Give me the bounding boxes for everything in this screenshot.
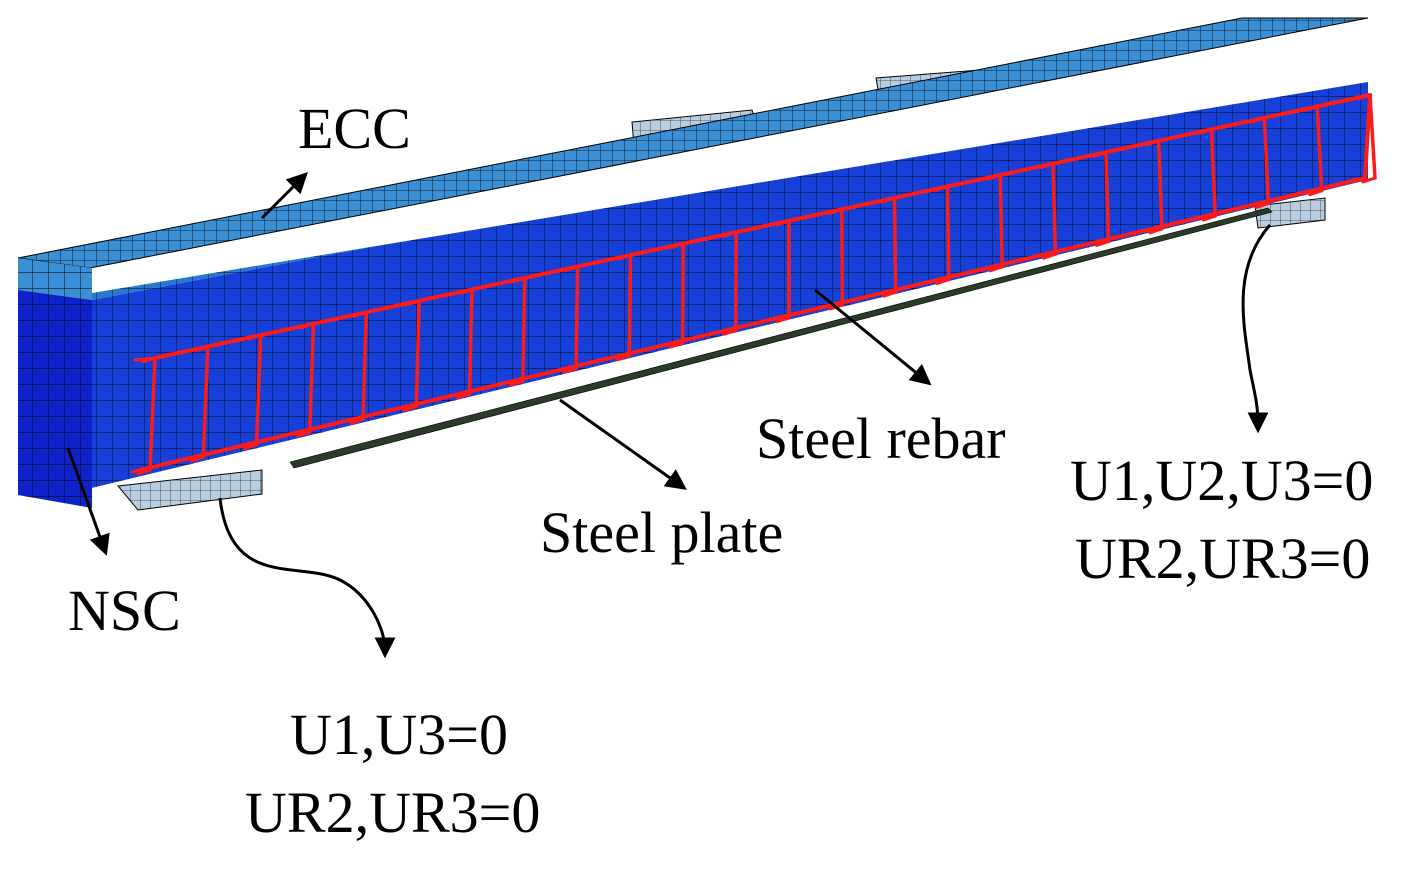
right-support-arrow <box>1241 224 1272 434</box>
rebar-stirrup-hook <box>243 443 259 451</box>
rebar-stirrup <box>1262 116 1271 206</box>
rebar-stirrup-hook <box>615 354 631 362</box>
label-steel-rebar: Steel rebar <box>756 406 1006 471</box>
rebar-stirrup <box>1156 138 1164 231</box>
rebar-stirrup-hook <box>1039 162 1055 170</box>
rebar-stirrup-hook <box>722 230 738 238</box>
rebar-stirrup <box>308 321 316 434</box>
rebar-stirrup-hook <box>349 417 365 425</box>
rebar-stirrup-hook <box>247 333 263 341</box>
label-left-support-line2: UR2,UR3=0 <box>245 780 540 845</box>
rebar-stirrup-hook <box>722 328 738 336</box>
rebar-stirrup <box>945 184 951 282</box>
rebar-stirrup-hook <box>1250 116 1266 124</box>
rebar-stirrup-hook <box>1145 139 1161 147</box>
rebar-stirrup-hook <box>296 430 312 438</box>
steel-plate-arrow <box>559 398 687 490</box>
rebar-stirrup-hook <box>1198 127 1214 135</box>
rebar-stirrup-hook <box>1361 176 1377 184</box>
nsc-arrow <box>66 447 110 556</box>
rebar-stirrup-hook <box>1148 227 1164 235</box>
rebar-stirrup <box>414 299 421 409</box>
rebar-stirrup <box>361 310 369 421</box>
rebar-stirrup-hook <box>458 287 474 295</box>
rebar-stirrup-hook <box>986 173 1002 181</box>
label-nsc: NSC <box>68 578 181 643</box>
rebar-stirrup-hook <box>562 366 578 374</box>
beam-end-face <box>18 258 92 508</box>
support-pad-left <box>117 469 263 511</box>
rebar-stirrup <box>627 253 633 358</box>
rebar-stirrup <box>201 344 210 460</box>
rebar-stirrup <box>574 264 580 371</box>
rebar-stirrup <box>1368 93 1377 180</box>
support-pad-right <box>1254 197 1326 229</box>
rebar-stirrup-hook <box>1201 214 1217 222</box>
rebar-stirrup-hook <box>511 276 527 284</box>
rebar-stirrup-hook <box>1092 150 1108 158</box>
label-right-support-line1: U1,U2,U3=0 <box>1070 448 1373 513</box>
rebar-stirrup <box>254 333 263 447</box>
label-ecc: ECC <box>298 96 411 161</box>
rebar-stirrup-hook <box>935 278 951 286</box>
rebar-stirrup-hook <box>1254 201 1270 209</box>
rebar-stirrup <box>839 207 845 307</box>
rebar-bottom-end <box>130 468 142 474</box>
rebar-stirrup <box>998 173 1004 269</box>
rebar-stirrup <box>680 241 686 345</box>
label-steel-plate: Steel plate <box>540 500 783 565</box>
rebar-stirrup-hook <box>141 356 157 364</box>
rebar-stirrup-hook <box>933 184 949 192</box>
steel-rebar-cage <box>130 93 1377 476</box>
rebar-stirrup-hook <box>775 219 791 227</box>
rebar-stirrup <box>521 276 527 383</box>
left-support-arrow <box>218 497 396 659</box>
rebar-stirrup-hook <box>828 207 844 215</box>
rebar-stirrup <box>1051 161 1058 256</box>
rebar-stirrup-hook <box>881 196 897 204</box>
ecc-arrow <box>260 172 308 220</box>
rebar-stirrup-hook <box>136 468 152 476</box>
rebar-stirrup-hook <box>402 405 418 413</box>
rebar-stirrup-hook <box>669 242 685 250</box>
steel-plate <box>289 207 1273 469</box>
rebar-stirrup-hook <box>1303 104 1319 112</box>
rebar-stirrup-hook <box>669 341 685 349</box>
rebar-stirrup-hook <box>616 253 632 261</box>
rebar-stirrup-hook <box>189 455 205 463</box>
rebar-stirrup-hook <box>1356 93 1372 101</box>
rebar-stirrup-hook <box>1041 252 1057 260</box>
rebar-stirrup <box>148 356 157 472</box>
label-right-support-line2: UR2,UR3=0 <box>1075 526 1370 591</box>
rebar-stirrup-hook <box>564 265 580 273</box>
label-left-support-line1: U1,U3=0 <box>290 702 508 767</box>
rebar-stirrup-hook <box>988 265 1004 273</box>
rebar-stirrup <box>892 196 898 295</box>
rebar-stirrup-hook <box>775 316 791 324</box>
rebar-stirrup-hook <box>509 379 525 387</box>
rebar-stirrup-hook <box>352 310 368 318</box>
rebar-stirrup-hook <box>882 290 898 298</box>
rebar-stirrup-hook <box>456 392 472 400</box>
rebar-stirrup-hook <box>299 322 315 330</box>
rebar-stirrup-hook <box>194 345 210 353</box>
rebar-stirrup-hook <box>1308 189 1324 197</box>
rebar-stirrup-hook <box>405 299 421 307</box>
steel-rebar-arrow <box>814 288 932 386</box>
rebar-stirrup <box>1315 104 1324 193</box>
rebar-stirrup <box>467 287 474 396</box>
rebar-stirrup-hook <box>1095 239 1111 247</box>
rebar-stirrup <box>1104 150 1111 244</box>
rebar-stirrup <box>1209 127 1217 218</box>
